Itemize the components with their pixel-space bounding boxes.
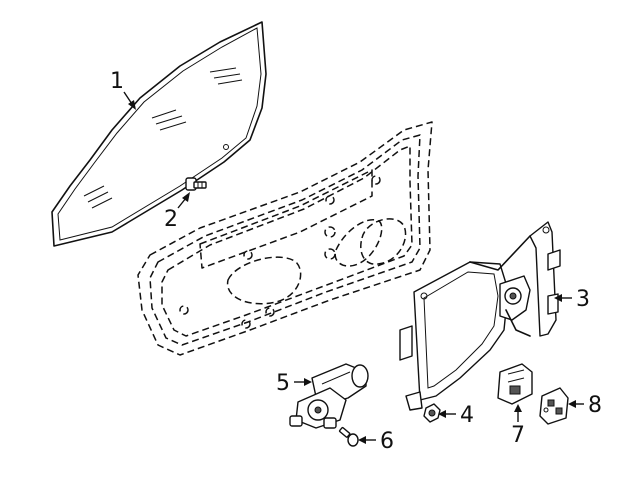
door-panel-outline [137,121,433,356]
callout-6: 6 [358,429,394,454]
callout-label-1: 1 [110,69,124,94]
door-glass [51,21,267,247]
callout-7: 7 [511,404,525,448]
callout-8: 8 [568,393,602,418]
callout-label-6: 6 [380,429,394,454]
regulator-nut [423,403,441,423]
motor-screw [338,426,359,447]
callout-label-3: 3 [576,287,590,312]
callout-2: 2 [164,192,190,232]
callout-label-7: 7 [511,423,525,448]
window-regulator [399,221,561,411]
window-motor [289,363,369,429]
callout-4: 4 [438,403,474,428]
callout-label-4: 4 [460,403,474,428]
callout-label-5: 5 [276,371,290,396]
callout-label-2: 2 [164,207,178,232]
callout-label-8: 8 [588,393,602,418]
callout-3: 3 [554,287,590,312]
glass-bolt [185,177,207,191]
callout-1: 1 [110,69,136,110]
connector [497,363,533,405]
callout-5: 5 [276,371,312,396]
connector-block [539,387,569,425]
